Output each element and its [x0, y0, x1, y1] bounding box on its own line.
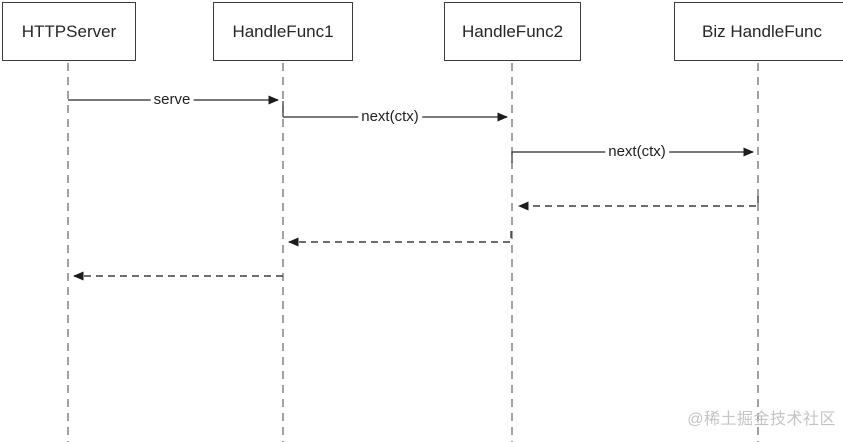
arrow-next-ctx-2 [511, 147, 754, 163]
arrow-return-handlefunc2-to-handlefunc1 [288, 231, 512, 247]
participant-httpserver: HTTPServer [2, 2, 136, 61]
participant-handlefunc2: HandleFunc2 [444, 2, 581, 61]
participant-label: HTTPServer [21, 21, 117, 41]
participant-label: Biz HandleFunc [701, 21, 822, 41]
participant-label: HandleFunc1 [232, 21, 334, 41]
message-label-serve: serve [150, 91, 194, 109]
message-label-next-ctx-1: next(ctx) [358, 108, 422, 126]
arrow-return-biz-to-handlefunc2 [518, 196, 759, 211]
participant-label: HandleFunc2 [461, 21, 564, 41]
participant-handlefunc1: HandleFunc1 [213, 2, 353, 61]
participant-biz-handlefunc: Biz HandleFunc [674, 2, 843, 61]
watermark-text: @稀土掘金技术社区 [687, 411, 836, 428]
message-label-next-ctx-2: next(ctx) [605, 143, 669, 161]
